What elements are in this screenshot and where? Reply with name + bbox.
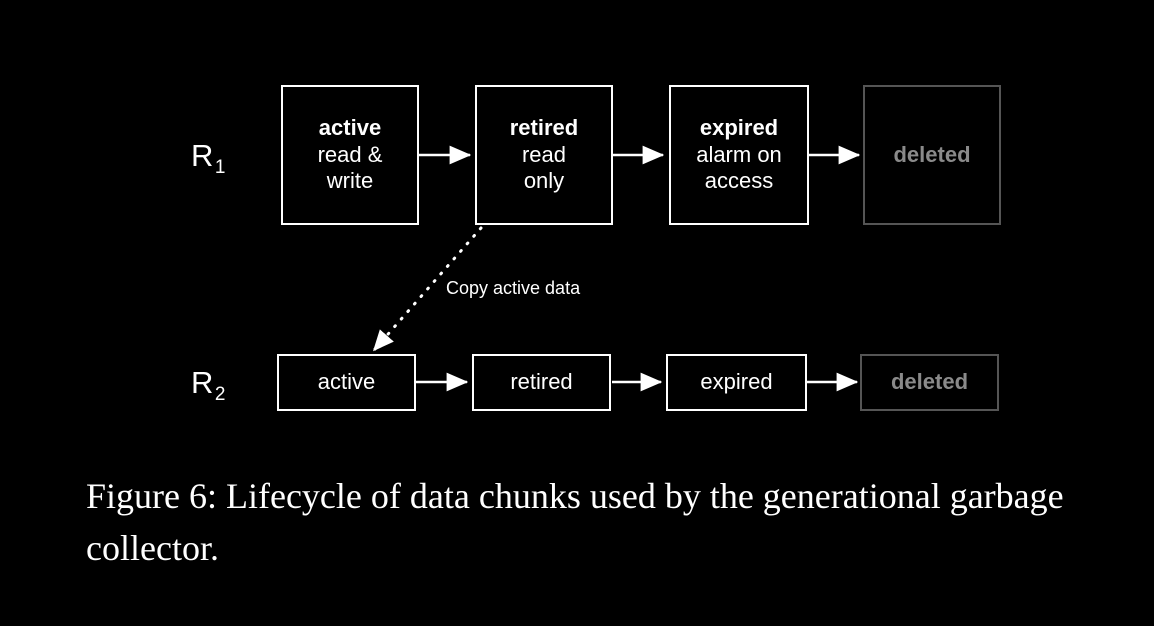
state-name-r1-retired: retired [509, 114, 579, 140]
edge-label-copy-active-data: Copy active data [446, 278, 581, 298]
generation-label-r1: R1 [191, 138, 225, 177]
state-name-r1-expired: expired [699, 114, 779, 140]
state-desc-r1-active-line2: write [326, 168, 374, 194]
state-desc-r1-retired-line1: read [521, 141, 567, 167]
state-box-r1-active[interactable]: active read & write [281, 85, 419, 225]
state-name-r1-active: active [318, 114, 382, 140]
state-desc-r1-expired-line1: alarm on [696, 141, 782, 167]
generation-label-r1-subscript: 1 [214, 157, 226, 178]
state-box-r1-retired[interactable]: retired read only [475, 85, 613, 225]
state-box-r2-active[interactable]: active [277, 354, 416, 411]
figure-caption: Figure 6: Lifecycle of data chunks used … [86, 476, 1064, 569]
state-name-r1-deleted: deleted [893, 141, 971, 167]
state-desc-r1-expired-line2: access [704, 168, 774, 194]
state-name-r2-expired: expired [700, 369, 773, 395]
generation-label-r1-base: R [191, 138, 214, 173]
state-name-r2-deleted: deleted [890, 369, 969, 395]
state-box-r2-deleted[interactable]: deleted [860, 354, 999, 411]
generation-label-r2-subscript: 2 [214, 384, 226, 405]
state-box-r1-expired[interactable]: expired alarm on access [669, 85, 809, 225]
state-box-r2-retired[interactable]: retired [472, 354, 611, 411]
state-box-r1-deleted[interactable]: deleted [863, 85, 1001, 225]
generation-label-r2: R2 [191, 365, 225, 404]
state-name-r2-active: active [317, 369, 376, 395]
state-name-r2-retired: retired [510, 369, 573, 395]
generation-label-r2-base: R [191, 365, 214, 400]
state-desc-r1-retired-line2: only [523, 168, 565, 194]
state-box-r2-expired[interactable]: expired [666, 354, 807, 411]
state-desc-r1-active-line1: read & [317, 141, 383, 167]
